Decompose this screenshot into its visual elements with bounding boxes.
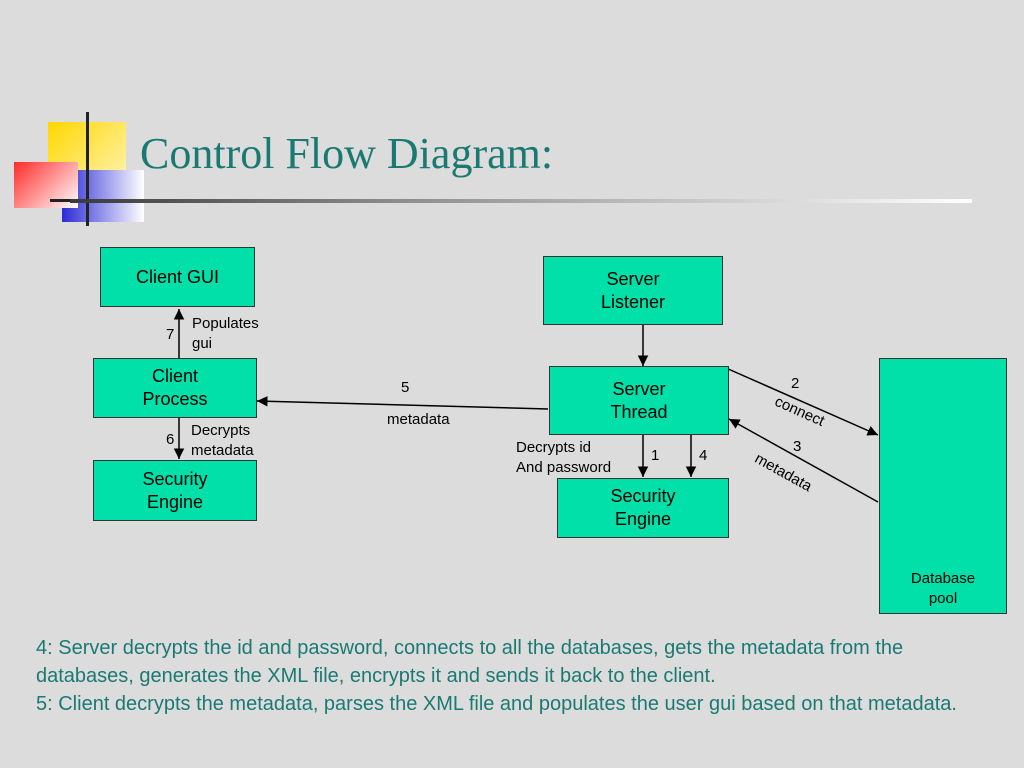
edge-4-number: 4 [699, 447, 708, 464]
database-pool-box: Database pool [879, 358, 1007, 614]
server-listener-box: Server Listener [543, 256, 723, 325]
server-security-engine-box: Security Engine [557, 478, 729, 538]
database-pool-label: Database pool [910, 570, 976, 607]
description-text: 4: Server decrypts the id and password, … [36, 634, 996, 718]
client-security-engine-box: Security Engine [93, 460, 257, 521]
title-underline [70, 199, 972, 203]
edge-7-number: 7 [166, 326, 175, 343]
server-thread-box: Server Thread [549, 366, 729, 435]
edge-5-number: 5 [401, 379, 410, 396]
edge-1-label: Decrypts id And password [516, 439, 612, 476]
client-gui-box: Client GUI [100, 247, 255, 307]
client-process-box: Client Process [93, 358, 257, 418]
arrow-2 [725, 367, 879, 436]
edge-6-number: 6 [166, 431, 175, 448]
description-line-5: 5: Client decrypts the metadata, parses … [36, 693, 957, 715]
edge-2-number: 2 [791, 375, 800, 392]
edge-7-label: Populates gui [192, 315, 259, 352]
description-line-4: 4: Server decrypts the id and password, … [36, 637, 904, 687]
slide-title: Control Flow Diagram: [140, 129, 554, 178]
arrow-5 [256, 396, 549, 410]
logo-vertical-line [86, 112, 89, 226]
edge-3-number: 3 [793, 438, 802, 455]
edge-5-label: metadata [387, 411, 450, 428]
arrow-3 [728, 418, 879, 503]
edge-1-number: 1 [651, 447, 660, 464]
edge-6-label: Decrypts metadata [191, 422, 254, 459]
